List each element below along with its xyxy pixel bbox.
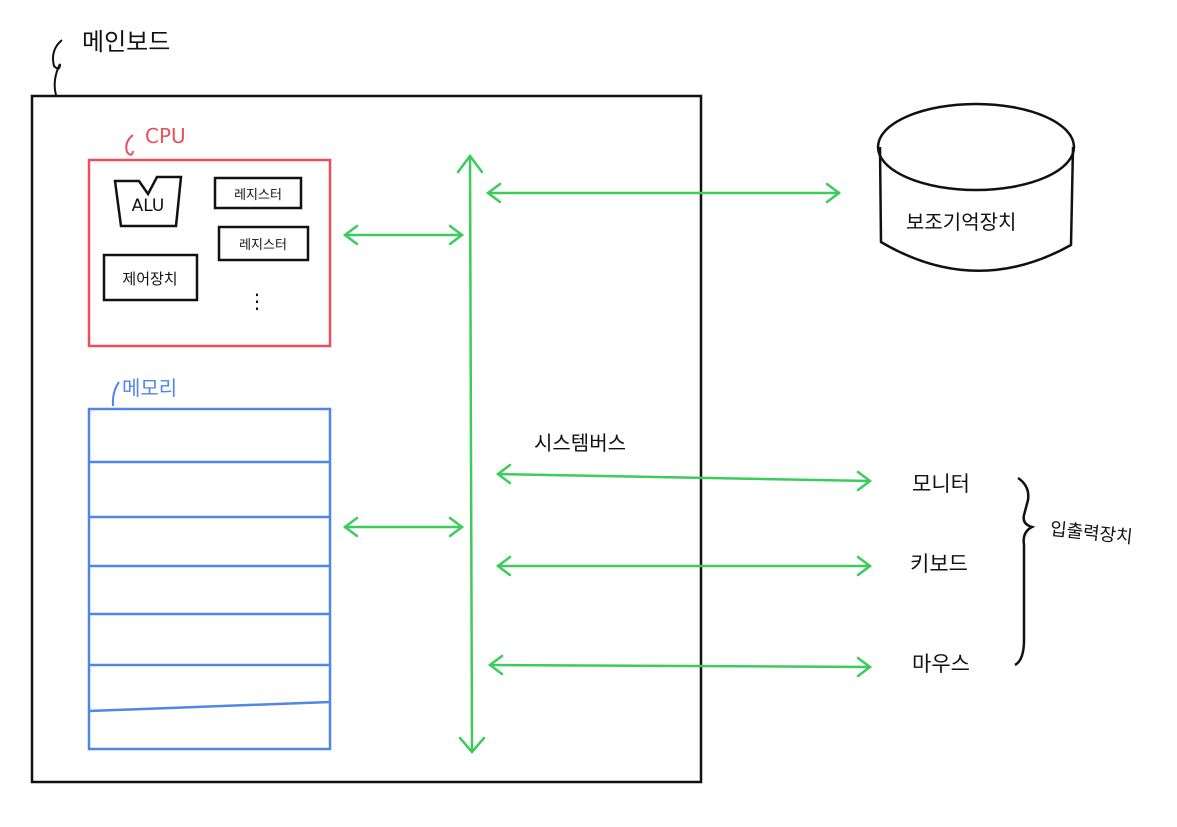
monitor-label: 모니터 [912, 472, 970, 496]
storage-cylinder [876, 102, 1076, 272]
register-box [217, 225, 310, 262]
system-bus-label: 시스템버스 [534, 431, 626, 455]
cpu-bracket [125, 134, 134, 156]
cpu-label: CPU [145, 124, 186, 148]
memory-stack [87, 407, 332, 751]
mainboard-label: 메인보드 [82, 28, 171, 56]
storage-bus-arrow [485, 182, 842, 204]
cpu-box [87, 158, 332, 348]
system-bus [456, 153, 486, 754]
mainboard-box [30, 94, 703, 784]
mainboard-bracket [52, 39, 63, 96]
memory-label: 메모리 [122, 376, 178, 400]
storage-label: 보조기억장치 [906, 210, 1017, 234]
alu-label: ALU [132, 196, 165, 216]
mouse-label: 마우스 [912, 652, 970, 676]
control-unit-box [102, 253, 199, 302]
io-group-brace [1014, 476, 1036, 667]
keyboard-bus-arrow [495, 555, 873, 577]
keyboard-label: 키보드 [910, 552, 968, 576]
mouse-bus-arrow [487, 654, 873, 678]
memory-bus-arrow [342, 516, 465, 538]
alu-shape [113, 175, 183, 228]
cpu-ellipsis: ⋮ [247, 289, 267, 313]
cpu-bus-arrow [342, 224, 465, 246]
memory-bracket [111, 381, 120, 407]
control-unit-label: 제어장치 [122, 270, 177, 288]
register-box [213, 176, 303, 210]
monitor-bus-arrow [495, 463, 873, 492]
register-label: 레지스터 [239, 238, 287, 253]
register-label: 레지스터 [234, 188, 282, 203]
